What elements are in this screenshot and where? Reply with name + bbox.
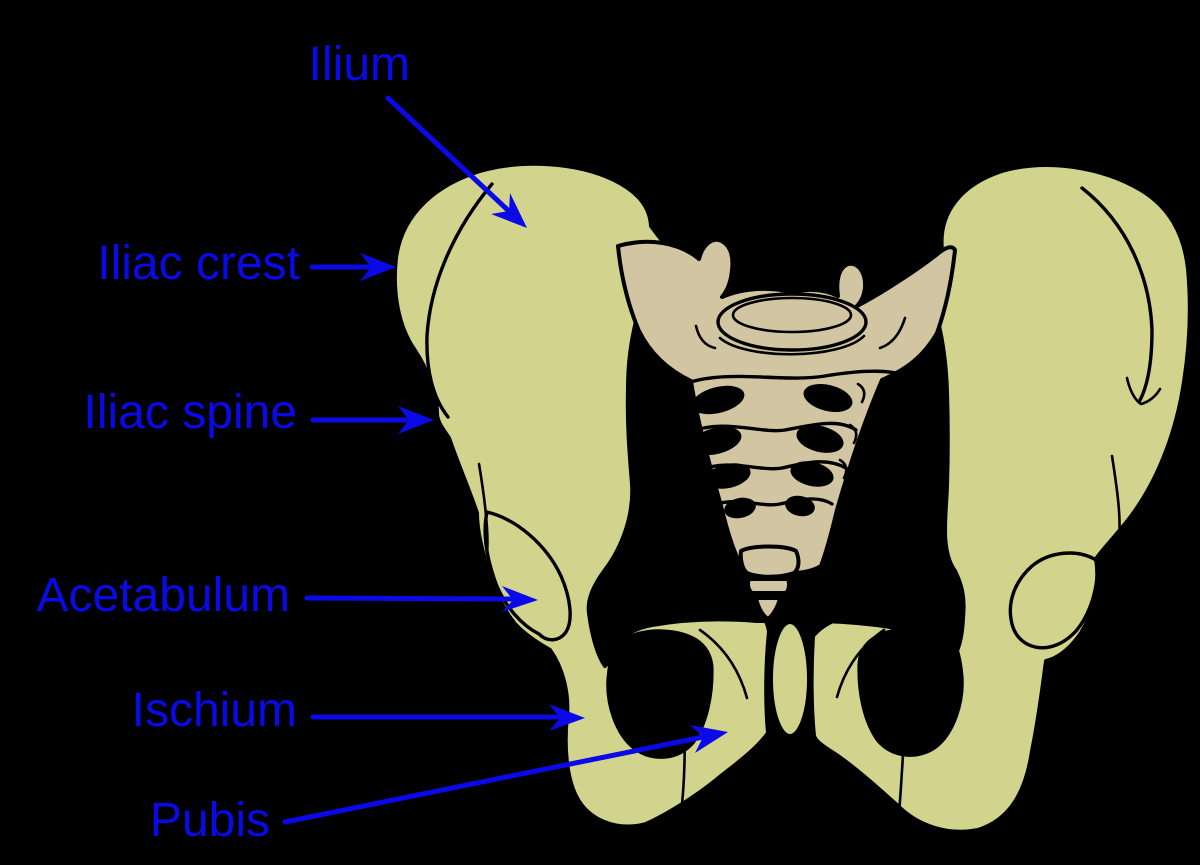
- obturator-foramen-right: [857, 627, 964, 757]
- obturator-foramen-left: [606, 629, 714, 759]
- label-iliac-spine: Iliac spine: [83, 386, 297, 440]
- sacral-canal: [716, 292, 868, 356]
- arrow-ischium: [310, 704, 585, 731]
- arrow-acetabulum: [304, 586, 538, 612]
- hip-bone-right-details: [835, 186, 1162, 826]
- arrow-pubis: [282, 725, 728, 825]
- sacrum: [616, 237, 957, 576]
- coccyx: [738, 544, 801, 621]
- arrow-ilium: [385, 95, 527, 228]
- label-iliac-crest: Iliac crest: [97, 237, 300, 291]
- label-ilium: Ilium: [308, 38, 410, 92]
- label-pubis: Pubis: [149, 794, 270, 848]
- label-ischium: Ischium: [131, 684, 297, 738]
- label-acetabulum: Acetabulum: [36, 569, 290, 623]
- arrow-iliac-crest: [309, 253, 396, 281]
- acetabulum-outline-right: [1008, 551, 1100, 650]
- sacral-foramina: [680, 382, 866, 519]
- pubic-symphysis: [769, 620, 811, 738]
- callout-arrows: [282, 95, 728, 825]
- acetabulum-outline: [483, 509, 572, 642]
- arrow-iliac-spine: [310, 406, 434, 434]
